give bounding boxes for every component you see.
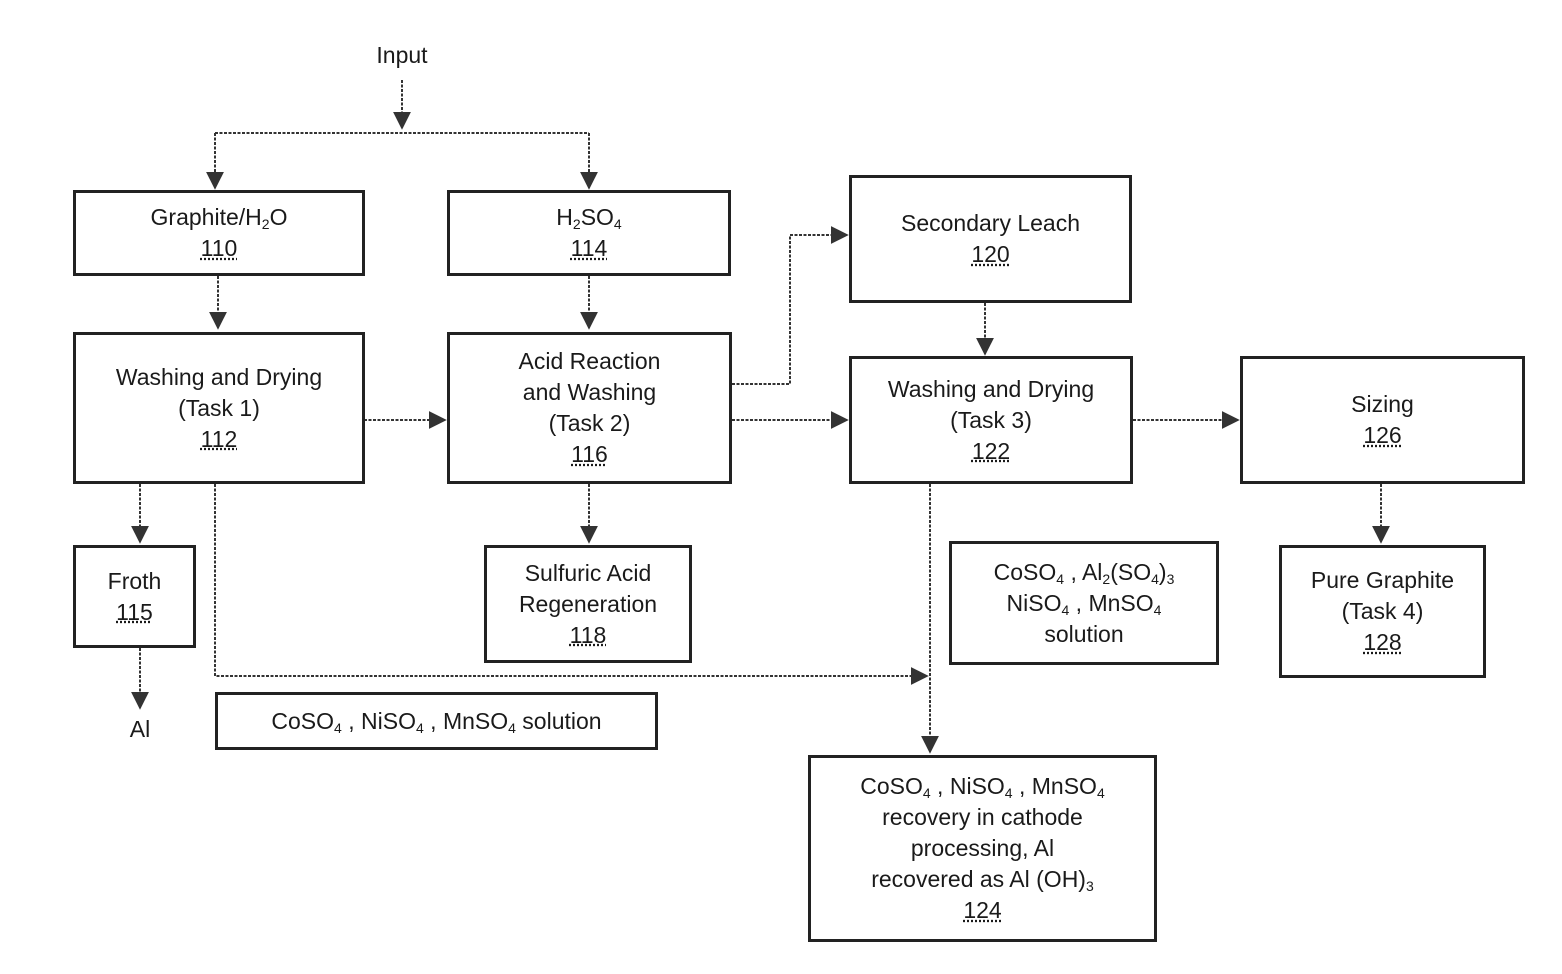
ref-number: 116 [571,441,608,467]
ref-number: 120 [971,241,1010,267]
box-secondary-leach-120[interactable]: Secondary Leach 120 [849,175,1132,303]
box-froth-115[interactable]: Froth 115 [73,545,196,648]
box-line: (Task 4) [1341,598,1424,624]
arrow-112-solution [214,484,929,685]
box-110-title: Graphite/H2O [150,204,288,232]
box-washing-drying-112[interactable]: Washing and Drying (Task 1) 112 [73,332,365,484]
box-line: recovery in cathode [882,804,1083,830]
ref-number: 114 [570,235,608,261]
box-pure-graphite-128[interactable]: Pure Graphite (Task 4) 128 [1279,545,1486,678]
ref-number: 126 [1363,422,1402,448]
box-line: Washing and Drying [115,363,323,390]
box-114-title: H2SO4 [556,204,622,232]
arrow-116-120 [732,226,849,385]
ref-number: 118 [569,621,607,648]
ref-number: 115 [116,598,153,625]
box-line: (Task 2) [548,410,631,436]
chem-line-3: solution [1044,620,1124,647]
box-solution-al-sulfate[interactable]: CoSO4 , Al2(SO4)3 NiSO4 , MnSO4 solution [949,541,1219,665]
ref-number: 128 [1363,629,1402,655]
ref-number: 124 [963,897,1002,923]
box-solution-mixed-sulfates[interactable]: CoSO4 , NiSO4 , MnSO4 solution [215,692,658,750]
box-graphite-water-110[interactable]: Graphite/H2O 110 [73,190,365,276]
chem-line: CoSO4 , NiSO4 , MnSO4 [860,773,1105,801]
box-line: and Washing [522,379,657,405]
box-sulfuric-acid-114[interactable]: H2SO4 114 [447,190,731,276]
chem-line-1: CoSO4 , Al2(SO4)3 [993,558,1175,587]
input-label: Input [376,42,428,68]
box-line: processing, Al [910,835,1055,861]
box-acid-regeneration-118[interactable]: Sulfuric Acid Regeneration 118 [484,545,692,663]
box-line: Secondary Leach [900,210,1080,236]
box-line: Froth [107,567,162,594]
box-line: (Task 1) [178,394,260,421]
ref-number: 122 [971,437,1011,464]
box-line: Pure Graphite [1310,567,1455,593]
chem-line: CoSO4 , NiSO4 , MnSO4 solution [271,707,602,736]
box-line: Sizing [1351,391,1414,417]
box-line: Washing and Drying [887,375,1095,402]
box-acid-reaction-116[interactable]: Acid Reaction and Washing (Task 2) 116 [447,332,732,484]
ref-number: 110 [200,235,238,261]
box-line: Regeneration [518,590,658,617]
box-line: Sulfuric Acid [524,559,652,586]
box-sizing-126[interactable]: Sizing 126 [1240,356,1525,484]
box-cathode-recovery-124[interactable]: CoSO4 , NiSO4 , MnSO4 recovery in cathod… [808,755,1157,942]
chem-line-2: NiSO4 , MnSO4 [1006,589,1162,618]
ref-number: 112 [200,425,238,452]
box-line: (Task 3) [950,406,1032,433]
al-output-label: Al [129,716,151,742]
box-line: Acid Reaction [518,348,661,374]
box-washing-drying-122[interactable]: Washing and Drying (Task 3) 122 [849,356,1133,484]
box-line: recovered as Al (OH)3 [871,866,1094,894]
